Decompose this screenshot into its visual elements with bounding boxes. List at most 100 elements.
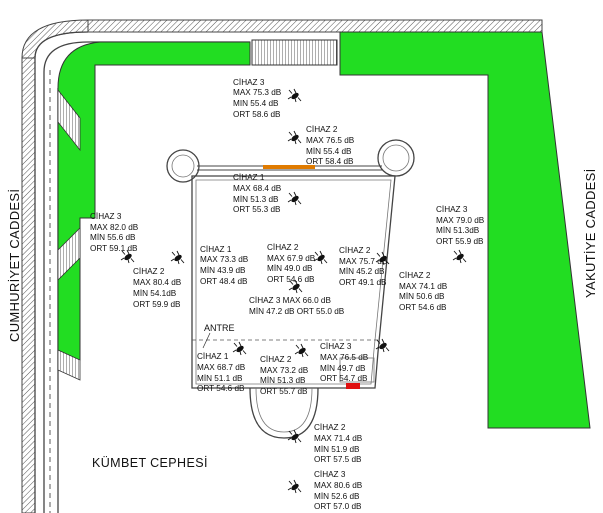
ort-value: ORT 54.6 dB	[267, 275, 315, 284]
device-name: CİHAZ 2	[314, 422, 346, 432]
max-value: MAX 73.3 dB	[200, 255, 249, 264]
device-name: CİHAZ 2	[260, 354, 292, 364]
measurement-m2: CİHAZ 2 MAX 76.5 dB MİN 55.4 dB ORT 58.4…	[306, 124, 355, 166]
device-name: CİHAZ 1	[197, 351, 229, 361]
min-value: MİN 55.4 dB	[306, 146, 352, 156]
top-sidewalk	[87, 19, 543, 33]
max-value: MAX 68.4 dB	[233, 184, 282, 193]
min-value: MİN 54.1dB	[133, 288, 177, 298]
measurement-m1: CİHAZ 3 MAX 75.3 dB MIN 55.4 dB ORT 58.6…	[233, 77, 282, 119]
green-area-right	[339, 31, 591, 429]
noise-meter-icon	[170, 250, 185, 265]
device-name: CİHAZ 2	[267, 242, 299, 252]
min-value: MİN 43.9 dB	[200, 265, 246, 275]
max-value: MAX 80.4 dB	[133, 278, 182, 287]
measurement-m16: CİHAZ 3 MAX 80.6 dB MİN 52.6 dB ORT 57.0…	[314, 469, 363, 511]
max-value: MAX 68.7 dB	[197, 363, 246, 372]
min-value: MİN 52.6 dB	[314, 491, 360, 501]
max-value: MAX 75.3 dB	[233, 88, 282, 97]
device-name: CİHAZ 3	[436, 204, 468, 214]
min-value: MİN 49.7 dB	[320, 363, 366, 373]
device-name: CİHAZ 3	[90, 211, 122, 221]
room-label-antre: ANTRE	[204, 323, 235, 333]
device-name: CİHAZ 2	[133, 266, 165, 276]
max-value: MAX 76.5 dB	[320, 353, 369, 362]
red-door	[346, 383, 360, 389]
min-value: MİN 45.2 dB	[339, 266, 385, 276]
measurement-m14: CİHAZ 3 MAX 76.5 dB MİN 49.7 dB ORT 54.7…	[320, 341, 369, 383]
min-value: MİN 51.3 dB	[233, 194, 279, 204]
device-name: CİHAZ 3	[314, 469, 346, 479]
min-value: MİN 51.3dB	[436, 225, 480, 235]
device-name: CİHAZ 2	[306, 124, 338, 134]
reading-line-1: CİHAZ 3 MAX 66.0 dB	[249, 295, 331, 305]
ort-value: ORT 58.6 dB	[233, 110, 281, 119]
max-value: MAX 80.6 dB	[314, 481, 363, 490]
noise-meter-icon	[232, 341, 247, 356]
measurement-m8: CİHAZ 2 MAX 75.7 dB MİN 45.2 dB ORT 49.1…	[339, 245, 388, 287]
left-stairs-1	[57, 88, 81, 152]
min-value: MIN 55.4 dB	[233, 99, 279, 108]
min-value: MİN 55.6 dB	[90, 232, 136, 242]
measurement-m13: CİHAZ 2 MAX 73.2 dB MİN 51.3 dB ORT 55.7…	[260, 354, 309, 396]
ort-value: ORT 48.4 dB	[200, 277, 248, 286]
noise-meter-icon	[287, 88, 302, 103]
max-value: MAX 71.4 dB	[314, 434, 363, 443]
ort-value: ORT 55.7 dB	[260, 387, 308, 396]
max-value: MAX 75.7 dB	[339, 257, 388, 266]
ort-value: ORT 58.4 dB	[306, 157, 354, 166]
device-name: CİHAZ 3	[320, 341, 352, 351]
device-name: CİHAZ 1	[233, 172, 265, 182]
measurement-m3: CİHAZ 1 MAX 68.4 dB MİN 51.3 dB ORT 55.3…	[233, 172, 282, 214]
ort-value: ORT 54.6 dB	[197, 384, 245, 393]
left-stairs-3	[57, 349, 81, 381]
ort-value: ORT 55.3 dB	[233, 205, 281, 214]
measurement-m15: CİHAZ 2 MAX 71.4 dB MİN 51.9 dB ORT 57.5…	[314, 422, 363, 464]
min-value: MİN 51.9 dB	[314, 444, 360, 454]
ort-value: ORT 54.6 dB	[399, 303, 447, 312]
reading-line-2: MİN 47.2 dB ORT 55.0 dB	[249, 306, 345, 316]
ort-value: ORT 59.9 dB	[133, 300, 181, 309]
min-value: MİN 50.6 dB	[399, 291, 445, 301]
ort-value: ORT 57.5 dB	[314, 455, 362, 464]
device-name: CİHAZ 1	[200, 244, 232, 254]
device-name: CİHAZ 3	[233, 77, 265, 87]
ort-value: ORT 54.7 dB	[320, 374, 368, 383]
max-value: MAX 73.2 dB	[260, 366, 309, 375]
street-name-left: CUMHURİYET CADDESİ	[7, 189, 22, 342]
min-value: MİN 51.3 dB	[260, 375, 306, 385]
green-area-left	[57, 41, 251, 361]
device-name: CİHAZ 2	[339, 245, 371, 255]
max-value: MAX 67.9 dB	[267, 254, 316, 263]
noise-meter-icon	[452, 249, 467, 264]
top-stairs	[251, 39, 338, 66]
max-value: MAX 74.1 dB	[399, 282, 448, 291]
device-name: CİHAZ 2	[399, 270, 431, 280]
noise-meter-icon	[287, 479, 302, 494]
ort-value: ORT 59.1 dB	[90, 244, 138, 253]
noise-meter-icon	[287, 429, 302, 444]
left-stairs-2	[57, 227, 81, 281]
noise-meter-icon	[287, 191, 302, 206]
left-sidewalk	[21, 57, 36, 513]
measurement-m12: CİHAZ 1 MAX 68.7 dB MİN 51.1 dB ORT 54.6…	[197, 351, 246, 393]
measurement-m4: CİHAZ 3 MAX 82.0 dB MİN 55.6 dB ORT 59.1…	[90, 211, 139, 253]
measurement-m7: CİHAZ 2 MAX 67.9 dB MİN 49.0 dB ORT 54.6…	[267, 242, 316, 284]
orange-door	[263, 165, 315, 169]
measurement-m9: CİHAZ 3 MAX 79.0 dB MİN 51.3dB ORT 55.9 …	[436, 204, 485, 246]
measurement-m11: CİHAZ 3 MAX 66.0 dB MİN 47.2 dB ORT 55.0…	[249, 295, 345, 316]
measurement-m5: CİHAZ 2 MAX 80.4 dB MİN 54.1dB ORT 59.9 …	[133, 266, 182, 309]
ort-value: ORT 55.9 dB	[436, 237, 484, 246]
max-value: MAX 82.0 dB	[90, 223, 139, 232]
ort-value: ORT 57.0 dB	[314, 502, 362, 511]
noise-meter-icon	[294, 343, 309, 358]
building	[166, 139, 415, 439]
min-value: MİN 49.0 dB	[267, 263, 313, 273]
max-value: MAX 79.0 dB	[436, 216, 485, 225]
min-value: MİN 51.1 dB	[197, 373, 243, 383]
facade-name-bottom: KÜMBET CEPHESİ	[92, 456, 208, 470]
ort-value: ORT 49.1 dB	[339, 278, 387, 287]
max-value: MAX 76.5 dB	[306, 136, 355, 145]
measurement-m6: CİHAZ 1 MAX 73.3 dB MİN 43.9 dB ORT 48.4…	[200, 244, 249, 286]
